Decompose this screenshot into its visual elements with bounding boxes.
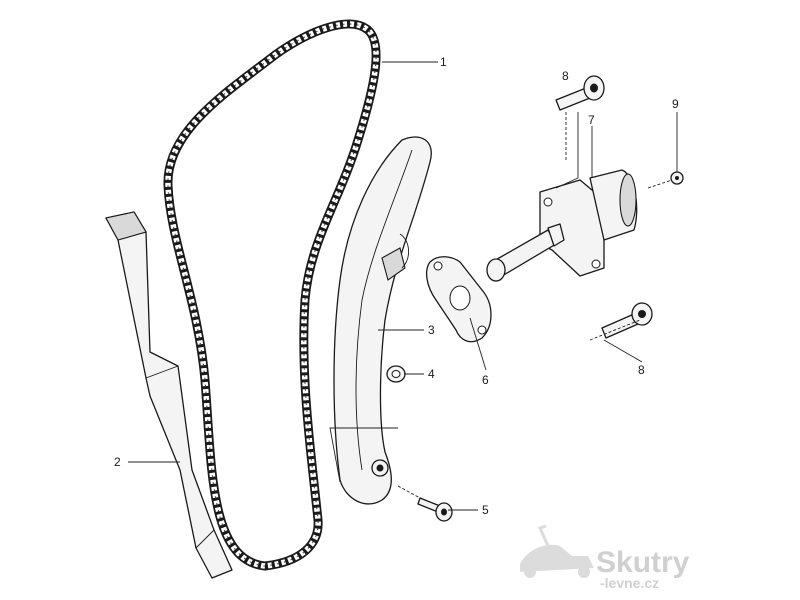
callout-1: 1 xyxy=(440,55,447,69)
callout-7: 7 xyxy=(588,113,595,127)
callout-5: 5 xyxy=(482,503,489,517)
watermark-domain: -levne.cz xyxy=(600,575,659,591)
leader-lines xyxy=(128,61,678,511)
callout-8-lower: 8 xyxy=(638,363,645,377)
tensioner-gasket xyxy=(425,256,492,343)
callout-6: 6 xyxy=(482,373,489,387)
chain-guide xyxy=(105,211,233,579)
tensioner-body xyxy=(486,169,638,282)
tensioner-plug xyxy=(670,171,684,185)
timing-chain xyxy=(163,19,381,571)
tensioner-shoe xyxy=(333,136,432,505)
scooter-logo-icon xyxy=(520,524,594,578)
watermark-brand: Skutry xyxy=(596,546,690,579)
shoe-bolt xyxy=(417,497,453,522)
tensioner-bolt-lower xyxy=(601,302,653,339)
callout-2: 2 xyxy=(114,455,121,469)
callout-labels: 1 2 3 4 5 6 7 8 8 9 xyxy=(114,55,679,517)
washer xyxy=(386,365,406,383)
watermark: Skutry -levne.cz xyxy=(520,524,690,591)
callout-3: 3 xyxy=(428,323,435,337)
tensioner-bolt-upper xyxy=(555,75,605,111)
callout-9: 9 xyxy=(672,97,679,111)
callout-4: 4 xyxy=(428,367,435,381)
callout-8-upper: 8 xyxy=(562,69,569,83)
